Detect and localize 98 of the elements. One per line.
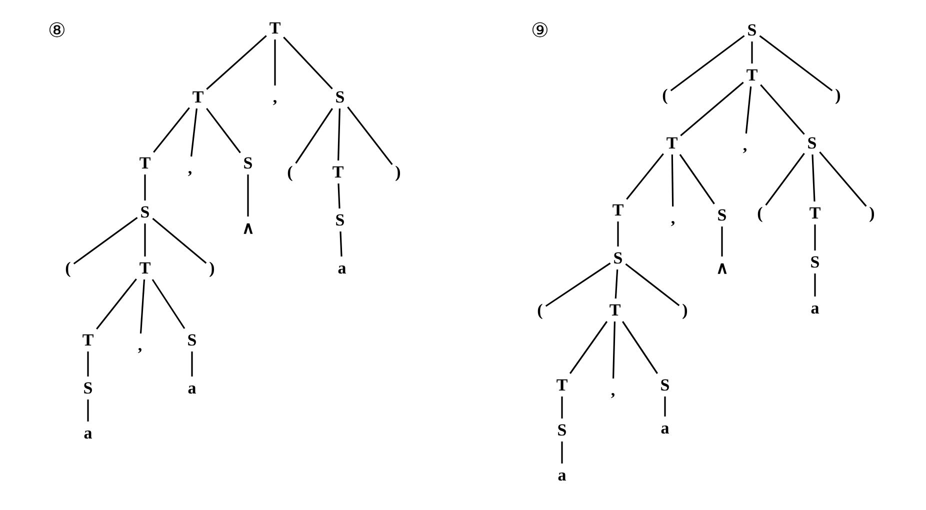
tree-symbol: S <box>807 134 817 152</box>
tree-branch <box>152 279 186 329</box>
tree-symbol: S <box>660 376 670 394</box>
tree-branch <box>680 82 744 136</box>
tree-symbol: S <box>557 422 567 438</box>
tree-symbol: ( <box>287 164 293 180</box>
tree-branch <box>622 321 658 374</box>
tree-symbol: ) <box>869 204 875 222</box>
tree-branch <box>247 174 249 216</box>
tree-symbol: S <box>335 212 345 228</box>
tree-branch <box>812 154 816 202</box>
tree-branch <box>626 153 664 200</box>
tree-symbol: , <box>742 136 748 154</box>
tree-branch <box>814 274 816 296</box>
tree-branch <box>152 218 207 264</box>
tree-branch <box>191 352 193 376</box>
tree-branch <box>144 174 146 200</box>
tree-branch <box>625 263 680 306</box>
tree-symbol: a <box>338 260 346 276</box>
tree-symbol: S <box>335 88 345 106</box>
tree-branch <box>274 40 276 86</box>
tree-branch <box>751 42 753 64</box>
tree-branch <box>87 352 89 376</box>
tree-branch <box>347 106 393 165</box>
tree-symbol: T <box>192 88 204 106</box>
tree-symbol: ∧ <box>716 260 728 276</box>
tree-symbol: a <box>660 420 670 436</box>
tree-branch <box>206 108 241 154</box>
tree-symbol: S <box>140 204 150 220</box>
tree-symbol: a <box>810 300 820 316</box>
tree-symbol: S <box>613 250 623 266</box>
tree-symbol: T <box>269 20 281 36</box>
tree-symbol: S <box>717 206 727 224</box>
tree-symbol: T <box>332 164 344 180</box>
tree-branch <box>671 154 674 207</box>
tree-branch <box>153 107 190 153</box>
tree-branch <box>340 231 342 257</box>
tree-branch <box>765 152 805 206</box>
tree-symbol: T <box>609 302 621 318</box>
tree-symbol: a <box>84 424 92 442</box>
tree-branch <box>87 400 89 422</box>
tree-symbol: T <box>809 204 821 222</box>
tree-branch <box>144 224 146 256</box>
tree-branch <box>190 108 198 157</box>
tree-symbol: , <box>188 160 192 176</box>
tree-symbol: a <box>188 380 196 396</box>
tree-branch <box>338 108 340 161</box>
figure-number: ⑨ <box>531 20 549 40</box>
tree-symbol: , <box>138 336 142 354</box>
tree-symbol: ) <box>209 260 215 276</box>
tree-branch <box>670 35 745 92</box>
tree-symbol: T <box>139 154 151 172</box>
tree-symbol: ) <box>835 86 841 104</box>
tree-branch <box>814 224 816 250</box>
tree-symbol: S <box>747 22 757 38</box>
tree-symbol: ( <box>757 204 763 222</box>
tree-branch <box>721 226 723 256</box>
tree-symbol: ( <box>65 260 71 276</box>
tree-symbol: T <box>139 260 151 276</box>
tree-symbol: ( <box>537 302 543 318</box>
tree-symbol: , <box>272 88 278 106</box>
tree-symbol: S <box>243 154 253 172</box>
tree-branch <box>617 222 619 246</box>
tree-branch <box>760 84 805 135</box>
tree-branch <box>614 269 618 299</box>
tree-symbol: S <box>187 332 197 348</box>
tree-symbol: , <box>670 210 676 226</box>
tree-symbol: a <box>558 466 566 484</box>
tree-branch <box>73 216 138 264</box>
tree-symbol: S <box>83 380 93 396</box>
tree-symbol: S <box>810 254 820 270</box>
tree-branch <box>206 35 267 90</box>
tree-branch <box>283 36 333 90</box>
tree-branch <box>664 396 666 416</box>
tree-branch <box>96 278 137 330</box>
tree-symbol: , <box>610 382 616 398</box>
tree-branch <box>569 321 608 374</box>
tree-branch <box>561 396 563 418</box>
tree-branch <box>612 321 616 379</box>
tree-symbol: T <box>612 202 624 218</box>
tree-symbol: T <box>82 332 94 348</box>
tree-symbol: ) <box>395 164 401 180</box>
tree-branch <box>759 35 833 92</box>
figure-number: ⑧ <box>48 20 66 40</box>
tree-symbol: T <box>746 66 758 84</box>
tree-branch <box>561 442 563 464</box>
tree-branch <box>745 86 752 134</box>
tree-branch <box>819 152 867 207</box>
tree-symbol: T <box>556 376 568 394</box>
tree-symbol: ) <box>682 302 688 318</box>
tree-symbol: ( <box>662 86 668 104</box>
tree-branch <box>679 154 715 204</box>
tree-branch <box>140 279 146 334</box>
tree-symbol: ∧ <box>242 220 254 236</box>
tree-symbol: T <box>666 134 678 152</box>
tree-branch <box>295 108 333 164</box>
tree-branch <box>338 183 340 209</box>
tree-branch <box>545 262 611 307</box>
